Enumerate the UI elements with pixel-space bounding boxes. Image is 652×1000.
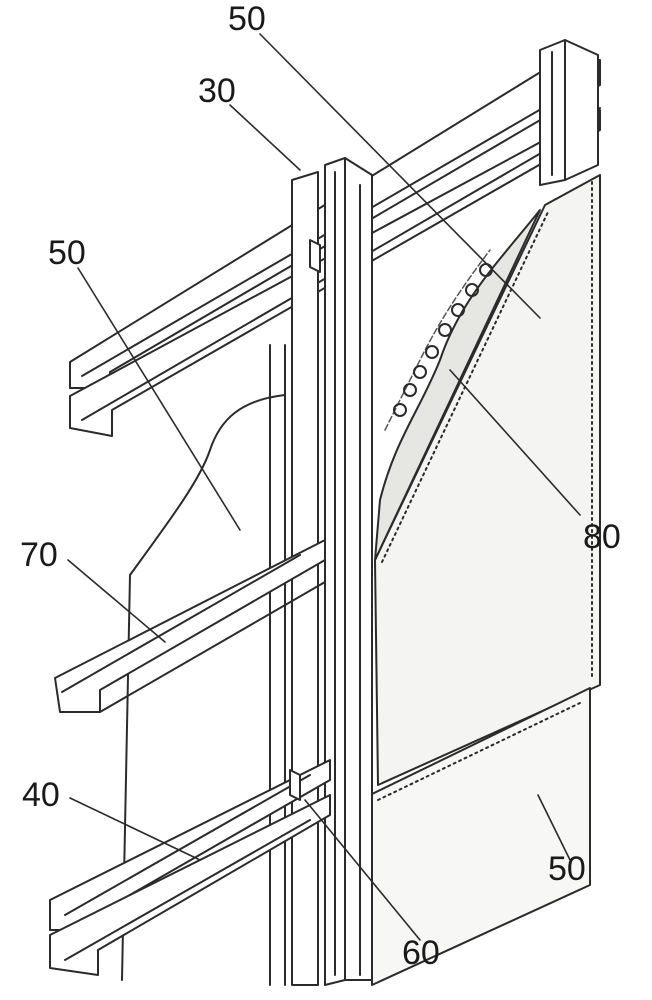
label-30-frame: 30 xyxy=(198,72,236,110)
insulation-area xyxy=(374,209,541,561)
leader-lines xyxy=(67,33,581,941)
label-50-lower-board: 50 xyxy=(548,850,586,888)
connector xyxy=(289,239,321,801)
label-80-insulation: 80 xyxy=(583,518,621,556)
label-40-bottom-track: 40 xyxy=(22,776,60,814)
bottom-rail xyxy=(49,759,331,976)
label-70-cross-channel: 70 xyxy=(20,536,58,574)
right-stud xyxy=(539,39,599,186)
label-60-connector: 60 xyxy=(402,934,440,972)
label-50-top-board: 50 xyxy=(228,0,266,38)
cross-channel xyxy=(54,539,326,713)
label-50-left-board: 50 xyxy=(48,234,86,272)
